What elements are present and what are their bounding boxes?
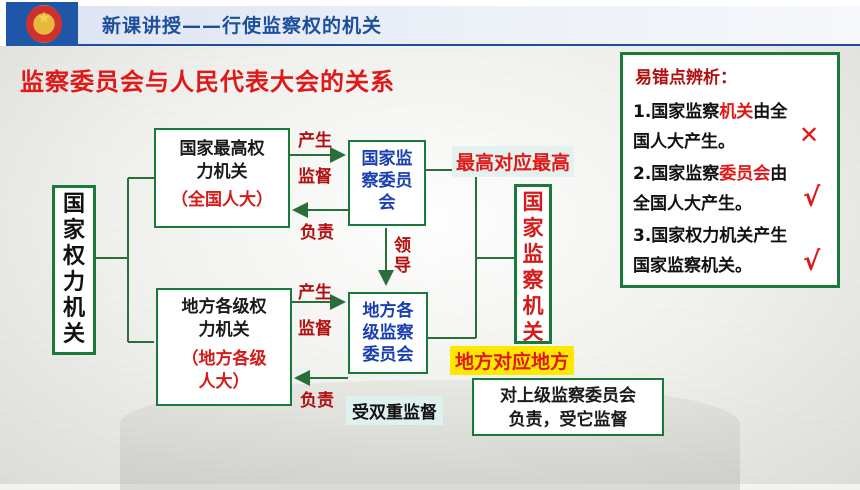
state-commission-box: 国家监 察委员 会 bbox=[348, 140, 426, 226]
top-correspond-tag: 最高对应最高 bbox=[452, 146, 575, 177]
top-power-organ-box: 国家最高权 力机关 （全国人大） bbox=[154, 128, 290, 228]
bottom-responsible-label: 负责 bbox=[300, 391, 334, 411]
national-emblem-icon: ★ bbox=[6, 2, 78, 46]
top-responsible-label: 负责 bbox=[300, 223, 334, 243]
upper-level-box: 对上级监察委员会 负责，受它监督 bbox=[472, 378, 664, 436]
local-power-organ-box: 地方各级权 力机关 （地方各级 人大） bbox=[156, 288, 292, 406]
local-commission-box: 地方各 级监察 委员会 bbox=[348, 292, 428, 374]
top-produce-label: 产生 bbox=[298, 131, 332, 151]
lead-label: 领导 bbox=[394, 236, 411, 276]
state-power-organ-label: 国家权力机关 bbox=[62, 192, 85, 347]
top-supervise-label: 监督 bbox=[298, 167, 332, 187]
note-item1: 1.国家监察机关由全 bbox=[633, 102, 788, 122]
header-divider bbox=[78, 44, 860, 46]
correct-mark-icon-2: √ bbox=[803, 247, 821, 277]
error-analysis-panel: 易错点辨析： 1.国家监察机关由全 国人大产生。 ✕ 2.国家监察委员会由 全国… bbox=[620, 52, 840, 288]
header: ★ 新课讲授——行使监察权的机关 bbox=[0, 0, 860, 46]
state-supervisory-organ-label: 国家监察机关 bbox=[522, 190, 544, 344]
dual-supervision-tag: 受双重监督 bbox=[346, 396, 443, 425]
note-item3: 3.国家权力机关产生 bbox=[633, 226, 788, 246]
state-supervisory-organ-box: 国家监察机关 bbox=[514, 184, 552, 344]
bottom-produce-label: 产生 bbox=[298, 283, 332, 303]
diagram-subtitle: 监察委员会与人民代表大会的关系 bbox=[20, 68, 395, 96]
page-title: 新课讲授——行使监察权的机关 bbox=[102, 15, 383, 37]
correct-mark-icon: √ bbox=[803, 183, 821, 213]
bottom-supervise-label: 监督 bbox=[298, 319, 332, 339]
note-item2: 2.国家监察委员会由 bbox=[633, 164, 788, 184]
header-bar bbox=[78, 6, 860, 44]
wrong-mark-icon: ✕ bbox=[799, 121, 820, 149]
local-correspond-tag: 地方对应地方 bbox=[450, 346, 575, 375]
state-power-organ-box: 国家权力机关 bbox=[52, 185, 96, 355]
note-title: 易错点辨析： bbox=[635, 68, 737, 88]
